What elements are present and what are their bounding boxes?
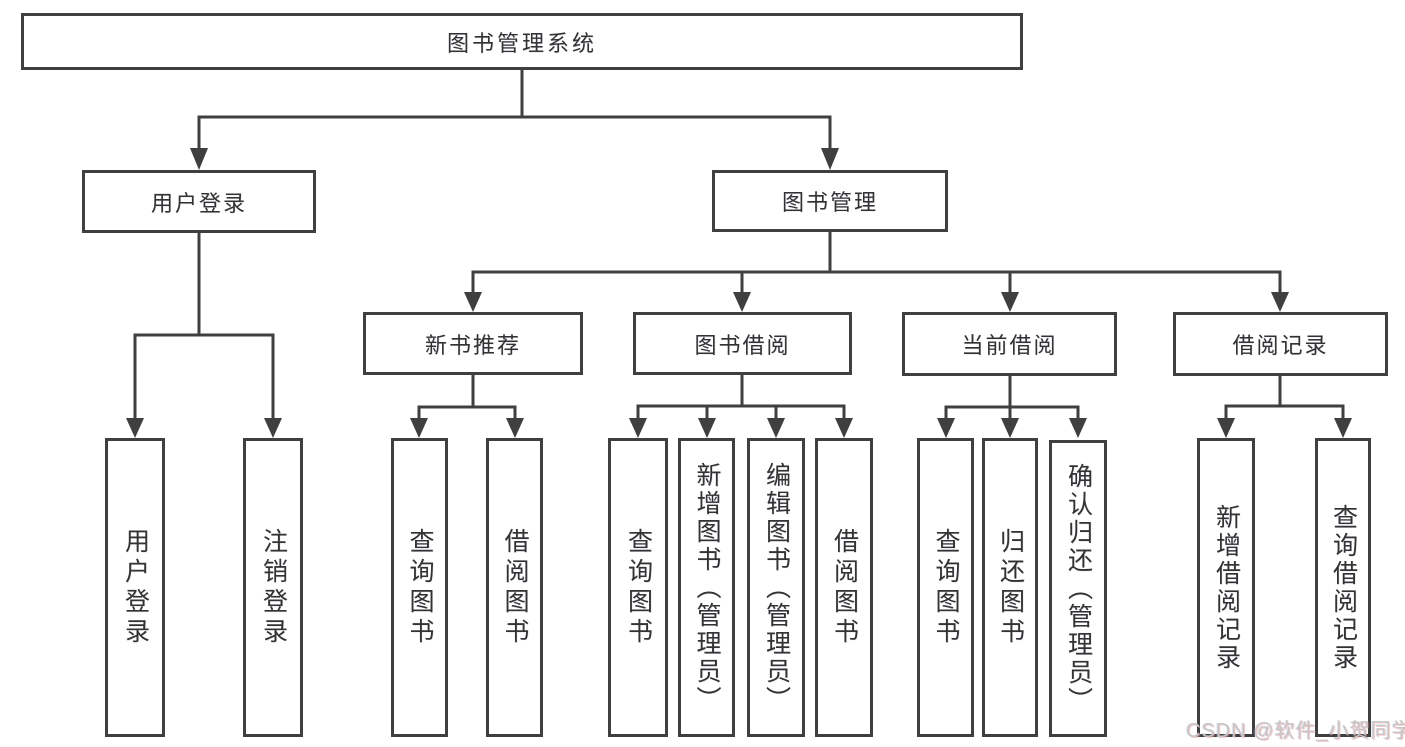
leaf-borrow-query-books: 查询图书 xyxy=(608,438,668,737)
node-borrow-records: 借阅记录 xyxy=(1173,312,1388,376)
leaf-confirm-return-admin: 确认归还（管理员） xyxy=(1049,440,1107,737)
node-book-management-label: 图书管理 xyxy=(781,190,878,215)
leaf-recommend-borrow-books-label: 借阅图书 xyxy=(501,527,529,648)
node-book-borrow-label: 图书借阅 xyxy=(694,332,791,358)
leaf-confirm-return-admin-label: 确认归还（管理员） xyxy=(1064,462,1093,715)
leaf-current-query-books: 查询图书 xyxy=(917,438,974,737)
csdn-watermark: CSDN @软件_小贺同学 xyxy=(1186,720,1405,742)
node-root: 图书管理系统 xyxy=(21,13,1023,70)
leaf-edit-books-admin-label: 编辑图书（管理员） xyxy=(762,461,791,714)
leaf-return-books: 归还图书 xyxy=(982,438,1038,737)
leaf-return-books-label: 归还图书 xyxy=(996,527,1025,648)
leaf-borrow-books-label: 借阅图书 xyxy=(830,527,859,648)
leaf-logout: 注销登录 xyxy=(243,438,303,737)
leaf-add-borrow-record-label: 新增借阅记录 xyxy=(1212,503,1241,672)
node-root-label: 图书管理系统 xyxy=(446,30,597,56)
leaf-edit-books-admin: 编辑图书（管理员） xyxy=(747,438,805,737)
leaf-user-login-label: 用户登录 xyxy=(121,527,150,648)
leaf-query-borrow-record-label: 查询借阅记录 xyxy=(1329,503,1358,672)
leaf-add-borrow-record: 新增借阅记录 xyxy=(1197,438,1255,737)
leaf-add-books-admin-label: 新增图书（管理员） xyxy=(693,461,721,714)
node-book-borrow: 图书借阅 xyxy=(633,312,852,375)
node-book-management: 图书管理 xyxy=(712,170,948,232)
leaf-add-books-admin: 新增图书（管理员） xyxy=(678,438,735,737)
node-current-borrow-label: 当前借阅 xyxy=(961,333,1058,358)
node-new-book-recommend: 新书推荐 xyxy=(363,312,583,375)
leaf-user-login: 用户登录 xyxy=(105,438,165,737)
leaf-query-borrow-record: 查询借阅记录 xyxy=(1315,438,1371,737)
leaf-borrow-query-books-label: 查询图书 xyxy=(624,527,653,648)
leaf-recommend-borrow-books: 借阅图书 xyxy=(486,438,543,737)
node-current-borrow: 当前借阅 xyxy=(902,312,1117,376)
leaf-recommend-query-books-label: 查询图书 xyxy=(406,527,434,648)
leaf-borrow-books: 借阅图书 xyxy=(815,438,873,737)
leaf-recommend-query-books: 查询图书 xyxy=(391,438,448,737)
leaf-current-query-books-label: 查询图书 xyxy=(932,527,960,648)
node-borrow-records-label: 借阅记录 xyxy=(1232,333,1329,358)
node-user-login: 用户登录 xyxy=(82,170,316,233)
node-user-login-label: 用户登录 xyxy=(150,190,247,216)
leaf-logout-label: 注销登录 xyxy=(259,527,288,648)
node-new-book-recommend-label: 新书推荐 xyxy=(424,332,521,358)
